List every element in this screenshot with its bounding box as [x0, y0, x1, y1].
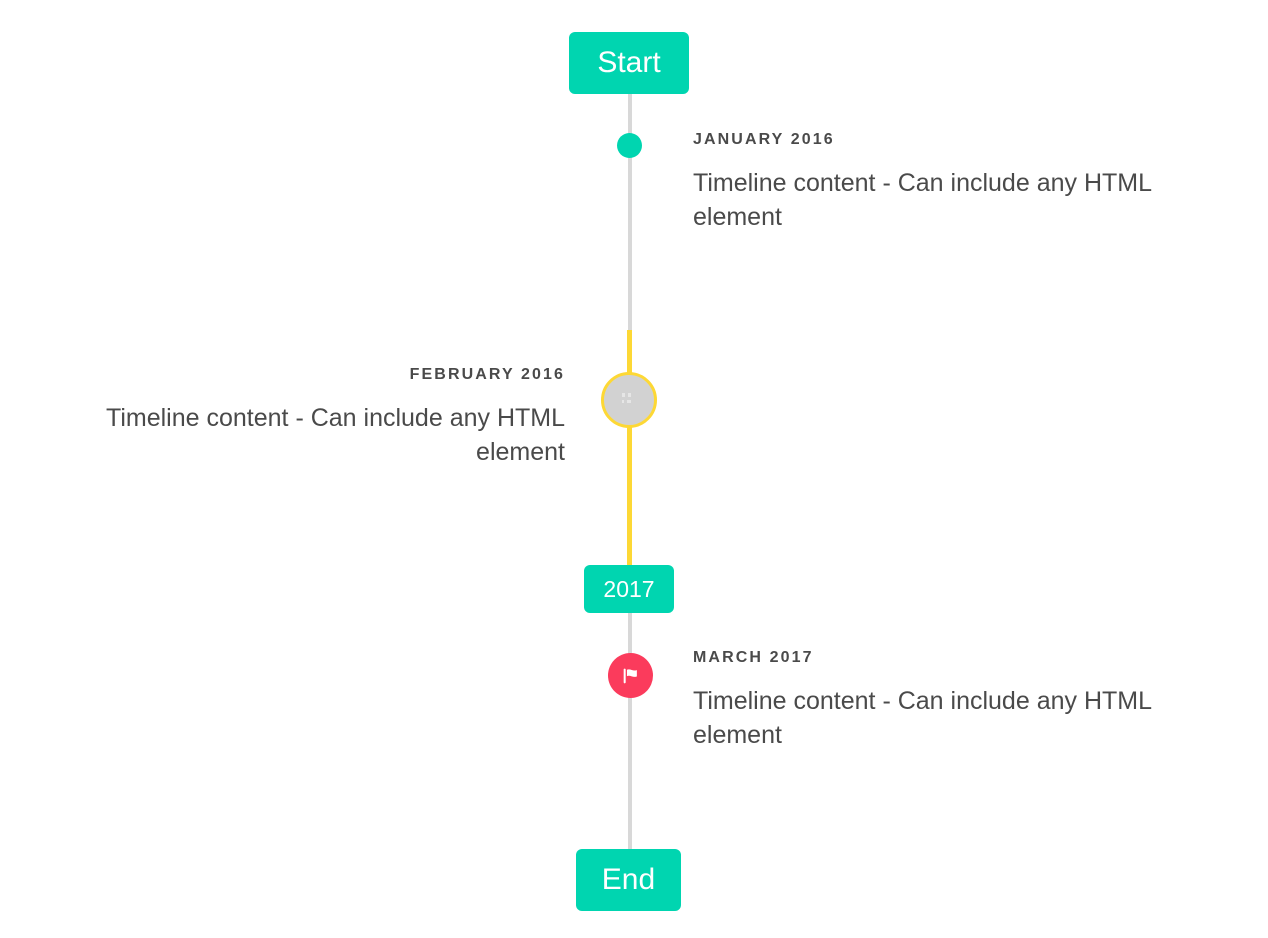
- end-badge[interactable]: End: [576, 849, 681, 911]
- timeline-entry-february: FEBRUARY 2016 Timeline content - Can inc…: [40, 365, 565, 470]
- entry-date-january: JANUARY 2016: [693, 131, 835, 148]
- march-node-flag-icon[interactable]: [608, 653, 653, 698]
- timeline-line-segment-bottom: [628, 613, 632, 853]
- entry-body-february: Timeline content - Can include any HTML …: [106, 404, 565, 466]
- year-badge-label: 2017: [603, 575, 655, 602]
- timeline-entry-march: MARCH 2017 Timeline content - Can includ…: [693, 648, 1223, 753]
- end-badge-label: End: [601, 863, 656, 896]
- start-badge[interactable]: Start: [569, 32, 689, 94]
- timeline-line-segment-accent: [627, 330, 632, 570]
- entry-date-february: FEBRUARY 2016: [409, 366, 565, 383]
- timeline-entry-january: JANUARY 2016 Timeline content - Can incl…: [693, 130, 1223, 235]
- timeline-line-segment-top: [628, 94, 632, 332]
- entry-date-march: MARCH 2017: [693, 649, 814, 666]
- broken-image-icon: [622, 393, 631, 403]
- january-node-dot-icon[interactable]: [617, 133, 642, 158]
- february-node-image-icon[interactable]: [601, 372, 657, 428]
- entry-body-january: Timeline content - Can include any HTML …: [693, 169, 1152, 231]
- year-badge[interactable]: 2017: [584, 565, 674, 613]
- start-badge-label: Start: [597, 46, 661, 79]
- entry-body-march: Timeline content - Can include any HTML …: [693, 687, 1152, 749]
- flag-icon: [623, 668, 637, 683]
